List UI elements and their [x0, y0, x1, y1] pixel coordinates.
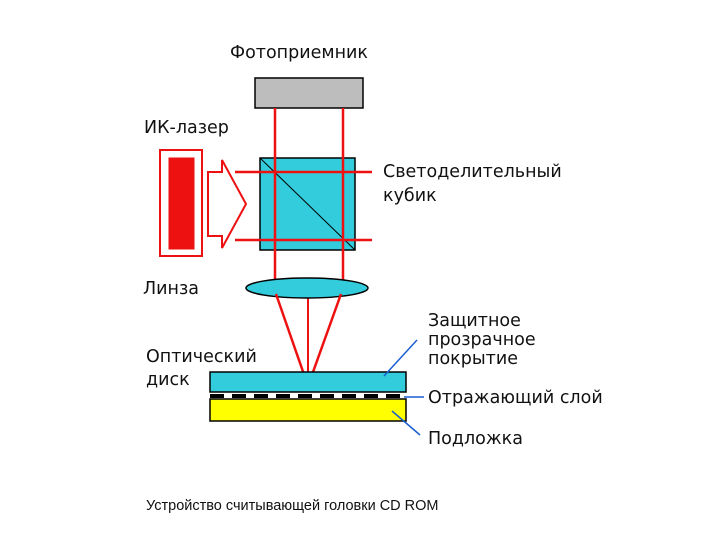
splitter-cube-label-line2: кубик: [383, 186, 437, 206]
ir-laser-emitter: [168, 157, 195, 250]
lens: [245, 277, 369, 299]
pointer-substrate: [391, 410, 421, 436]
pointer-protective: [383, 339, 418, 377]
protective-coating-label-line1: Защитное: [428, 311, 521, 331]
optical-disc-label-line1: Оптический: [146, 347, 257, 367]
protective-layer: [209, 371, 407, 393]
protective-coating-label-line3: покрытие: [428, 349, 518, 369]
substrate-layer: [209, 398, 407, 422]
beam-cone-right: [306, 293, 343, 387]
laser-arrow: [207, 159, 248, 249]
lens-label: Линза: [143, 279, 199, 299]
beam-cone-left: [274, 293, 310, 387]
photodetector-label: Фотоприемник: [230, 43, 368, 63]
protective-coating-label-line2: прозрачное: [428, 330, 536, 350]
diagram-caption: Устройство считывающей головки CD ROM: [146, 498, 439, 514]
photodetector: [254, 77, 364, 109]
splitter-cube-label-line1: Светоделительный: [383, 162, 562, 182]
ir-laser-label: ИК-лазер: [144, 118, 229, 138]
optical-disc-label-line2: диск: [146, 370, 190, 390]
substrate-label: Подложка: [428, 429, 523, 449]
reflective-layer-label: Отражающий слой: [428, 388, 603, 408]
